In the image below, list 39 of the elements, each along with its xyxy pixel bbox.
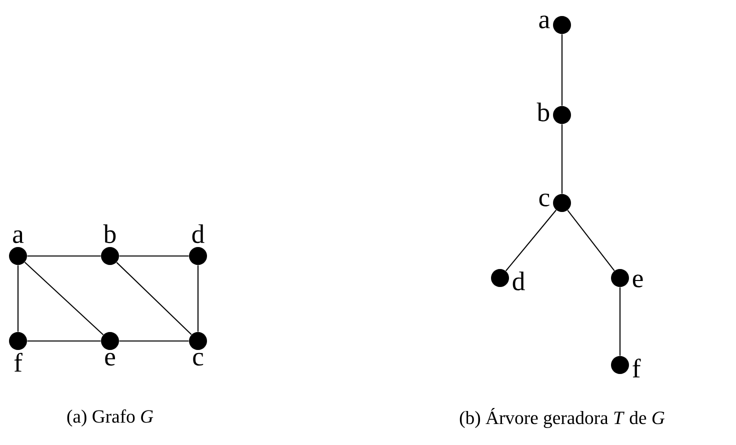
edge-line: [24, 262, 104, 336]
vertex-dot: [101, 332, 119, 350]
edge-line: [17, 265, 19, 332]
vertex-label: f: [632, 358, 641, 378]
vertex-label: c: [193, 352, 204, 366]
vertex-label: c: [539, 194, 550, 206]
vertex-label: e: [105, 352, 115, 366]
vertex-dot: [9, 332, 27, 350]
caption: (a) Grafo G: [67, 409, 154, 427]
edge-line: [27, 340, 101, 342]
vertex-label: b: [103, 224, 116, 244]
edge-line: [561, 34, 563, 106]
vertex-label: a: [539, 16, 550, 28]
edge-line: [197, 265, 199, 332]
caption: (b) Árvore geradora T de G: [460, 408, 665, 428]
edge-line: [119, 340, 189, 342]
vertex-dot: [611, 269, 629, 287]
vertex-label: b: [536, 102, 550, 122]
edge-line: [116, 262, 192, 335]
vertex-dot: [101, 247, 119, 265]
edge-line: [27, 255, 101, 257]
vertex-label: a: [13, 230, 24, 244]
edge-line: [567, 210, 615, 271]
vertex-label: e: [632, 274, 643, 288]
edge-line: [506, 210, 556, 272]
vertex-label: f: [14, 352, 22, 372]
vertex-dot: [611, 356, 629, 374]
vertex-dot: [553, 106, 571, 124]
vertex-dot: [553, 16, 571, 34]
edge-line: [119, 255, 189, 257]
vertex-dot: [189, 332, 207, 350]
vertex-label: d: [192, 224, 204, 244]
vertex-label: d: [512, 272, 525, 290]
vertex-dot: [491, 269, 509, 287]
edge-line: [619, 287, 621, 356]
vertex-dot: [189, 247, 207, 265]
vertex-dot: [553, 194, 571, 212]
edge-line: [561, 124, 563, 194]
vertex-dot: [9, 247, 27, 265]
